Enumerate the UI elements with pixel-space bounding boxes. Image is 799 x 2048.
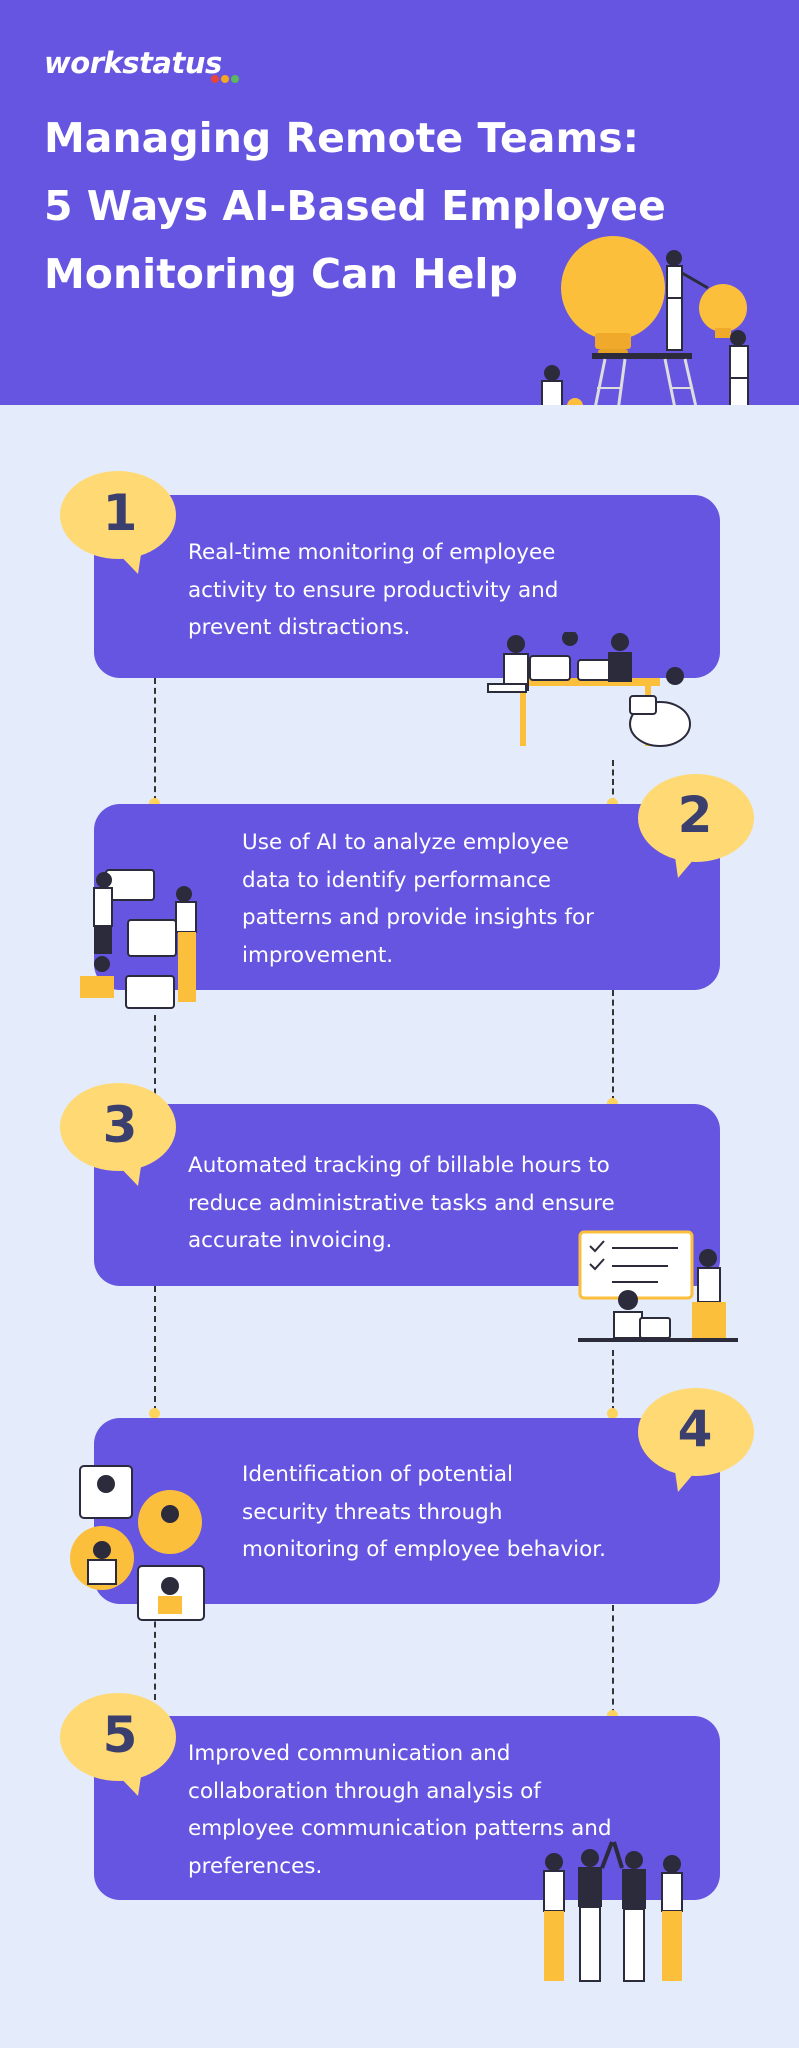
step-4-number: 4 bbox=[677, 1400, 713, 1458]
step-3-line: reduce administrative tasks and ensure bbox=[188, 1190, 615, 1216]
speech-bubble-icon bbox=[638, 774, 754, 878]
building-blocks-illustration bbox=[80, 869, 197, 1009]
step-4-text: Identification of potential security thr… bbox=[242, 1456, 606, 1569]
connector-line bbox=[154, 1015, 156, 1105]
logo-dot-orange bbox=[221, 75, 229, 83]
step-card-1: Real-time monitoring of employee activit… bbox=[94, 495, 720, 678]
step-5-line: preferences. bbox=[188, 1853, 323, 1879]
step-3-number: 3 bbox=[102, 1096, 138, 1154]
step-2-line: data to identify performance bbox=[242, 867, 551, 893]
logo-dot-red bbox=[211, 75, 219, 83]
step-5-line: Improved communication and bbox=[188, 1741, 511, 1766]
speech-bubble-icon bbox=[60, 1083, 176, 1186]
speech-bubble-icon bbox=[60, 471, 176, 574]
step-1-line: prevent distractions. bbox=[188, 615, 411, 640]
step-5-line: employee communication patterns and bbox=[188, 1816, 612, 1841]
page-title: Managing Remote Teams: 5 Ways AI-Based E… bbox=[44, 104, 666, 308]
step-3-line: accurate invoicing. bbox=[188, 1228, 393, 1253]
step-card-2: Use of AI to analyze employee data to id… bbox=[94, 804, 720, 990]
video-call-illustration bbox=[70, 1465, 205, 1621]
step-1-bubble: 1 bbox=[60, 470, 180, 574]
team-huddle-illustration bbox=[543, 1841, 683, 1982]
step-4-line: monitoring of employee behavior. bbox=[242, 1537, 606, 1562]
connector-line bbox=[154, 1286, 156, 1412]
connector-dot bbox=[607, 1408, 618, 1419]
step-5-bubble: 5 bbox=[60, 1692, 180, 1796]
step-5-text: Improved communication and collaboration… bbox=[188, 1735, 612, 1885]
step-2-bubble: 2 bbox=[634, 772, 756, 878]
lightbulb-team-illustration bbox=[541, 236, 749, 405]
step-3-bubble: 3 bbox=[60, 1082, 180, 1186]
step-4-bubble: 4 bbox=[634, 1386, 756, 1492]
title-line-3: Monitoring Can Help bbox=[44, 250, 518, 298]
step-3-text: Automated tracking of billable hours to … bbox=[188, 1147, 615, 1260]
connector-line bbox=[612, 760, 614, 804]
step-1-text: Real-time monitoring of employee activit… bbox=[188, 534, 558, 647]
step-4-line: security threats through bbox=[242, 1499, 503, 1525]
connector-dot bbox=[607, 1098, 618, 1109]
step-card-5: Improved communication and collaboration… bbox=[94, 1716, 720, 1900]
step-1-line: Real-time monitoring of employee bbox=[188, 540, 556, 565]
header-banner: workstatus Managing Remote Teams: 5 Ways… bbox=[0, 0, 799, 405]
brand-logo[interactable]: workstatus bbox=[44, 46, 222, 80]
speech-bubble-icon bbox=[60, 1693, 176, 1796]
step-2-text: Use of AI to analyze employee data to id… bbox=[242, 824, 594, 974]
step-3-line: Automated tracking of billable hours to bbox=[188, 1153, 610, 1178]
step-5-number: 5 bbox=[102, 1706, 138, 1764]
title-line-1: Managing Remote Teams: bbox=[44, 114, 640, 162]
step-2-line: improvement. bbox=[242, 942, 394, 968]
speech-bubble-icon bbox=[638, 1388, 754, 1492]
connector-dot bbox=[149, 1408, 160, 1419]
connector-line bbox=[612, 1350, 614, 1412]
logo-dot-green bbox=[231, 75, 239, 83]
title-line-2: 5 Ways AI-Based Employee bbox=[44, 182, 666, 230]
connector-line bbox=[612, 1605, 614, 1715]
logo-dots bbox=[211, 68, 241, 87]
step-2-line: Use of AI to analyze employee bbox=[242, 830, 570, 855]
connector-dot bbox=[607, 798, 618, 809]
team-at-desk-illustration bbox=[487, 632, 691, 747]
step-1-number: 1 bbox=[102, 484, 138, 542]
connector-dot bbox=[607, 1710, 618, 1721]
step-5-line: collaboration through analysis of bbox=[188, 1778, 541, 1804]
step-4-line: Identification of potential bbox=[242, 1462, 513, 1487]
step-2-number: 2 bbox=[677, 786, 713, 844]
step-1-line: activity to ensure productivity and bbox=[188, 577, 559, 603]
connector-line bbox=[612, 990, 614, 1102]
step-2-line: patterns and provide insights for bbox=[242, 905, 594, 930]
connector-dot bbox=[149, 798, 160, 809]
connector-line bbox=[154, 1580, 156, 1700]
connector-line bbox=[154, 678, 156, 802]
checklist-board-illustration bbox=[578, 1230, 738, 1342]
